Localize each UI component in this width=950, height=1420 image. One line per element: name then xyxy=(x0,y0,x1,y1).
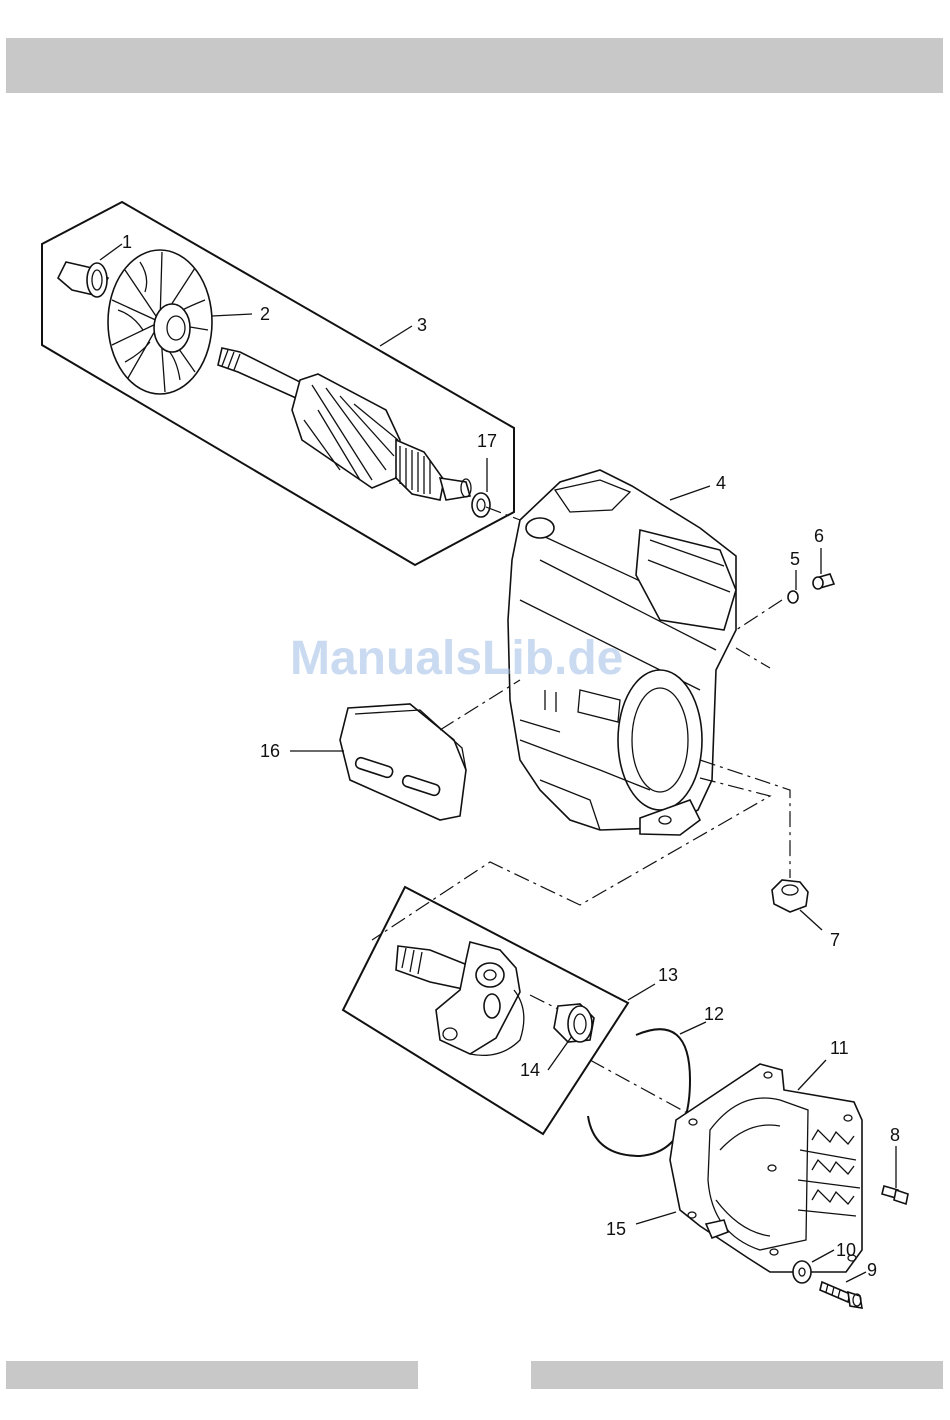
footer-band-right xyxy=(531,1361,943,1389)
callout-5: 5 xyxy=(790,549,800,569)
callout-10: 10 xyxy=(836,1240,856,1260)
callout-3: 3 xyxy=(417,315,427,335)
callout-2: 2 xyxy=(260,304,270,324)
part-8-screw xyxy=(882,1186,908,1204)
part-14-bushing xyxy=(554,1004,594,1042)
callout-13: 13 xyxy=(658,965,678,985)
part-11-gear-housing xyxy=(670,1064,862,1272)
part-6-screw xyxy=(813,574,834,589)
footer-band-left xyxy=(6,1361,418,1389)
callout-15: 15 xyxy=(606,1219,626,1239)
part-5-washer xyxy=(788,591,798,603)
part-16-pad xyxy=(340,704,466,820)
part-9-cap-screw xyxy=(820,1282,862,1308)
callout-6: 6 xyxy=(814,526,824,546)
callout-9: 9 xyxy=(867,1260,877,1280)
callout-1: 1 xyxy=(122,232,132,252)
part-3-armature xyxy=(218,348,471,500)
part-17-ring xyxy=(472,493,490,517)
callout-4: 4 xyxy=(716,473,726,493)
callout-8: 8 xyxy=(890,1125,900,1145)
callout-16: 16 xyxy=(260,741,280,761)
callout-11: 11 xyxy=(830,1038,849,1058)
part-1-sleeve xyxy=(58,262,108,297)
callout-7: 7 xyxy=(830,930,840,950)
callout-14: 14 xyxy=(520,1060,540,1080)
callout-17: 17 xyxy=(477,431,497,451)
part-7-grommet xyxy=(772,880,808,912)
part-10-washer xyxy=(793,1261,811,1283)
part-2-fan xyxy=(108,250,212,394)
watermark-text: ManualsLib.de xyxy=(290,632,623,685)
part-13-gear-shaft xyxy=(396,942,524,1055)
callout-12: 12 xyxy=(704,1004,724,1024)
